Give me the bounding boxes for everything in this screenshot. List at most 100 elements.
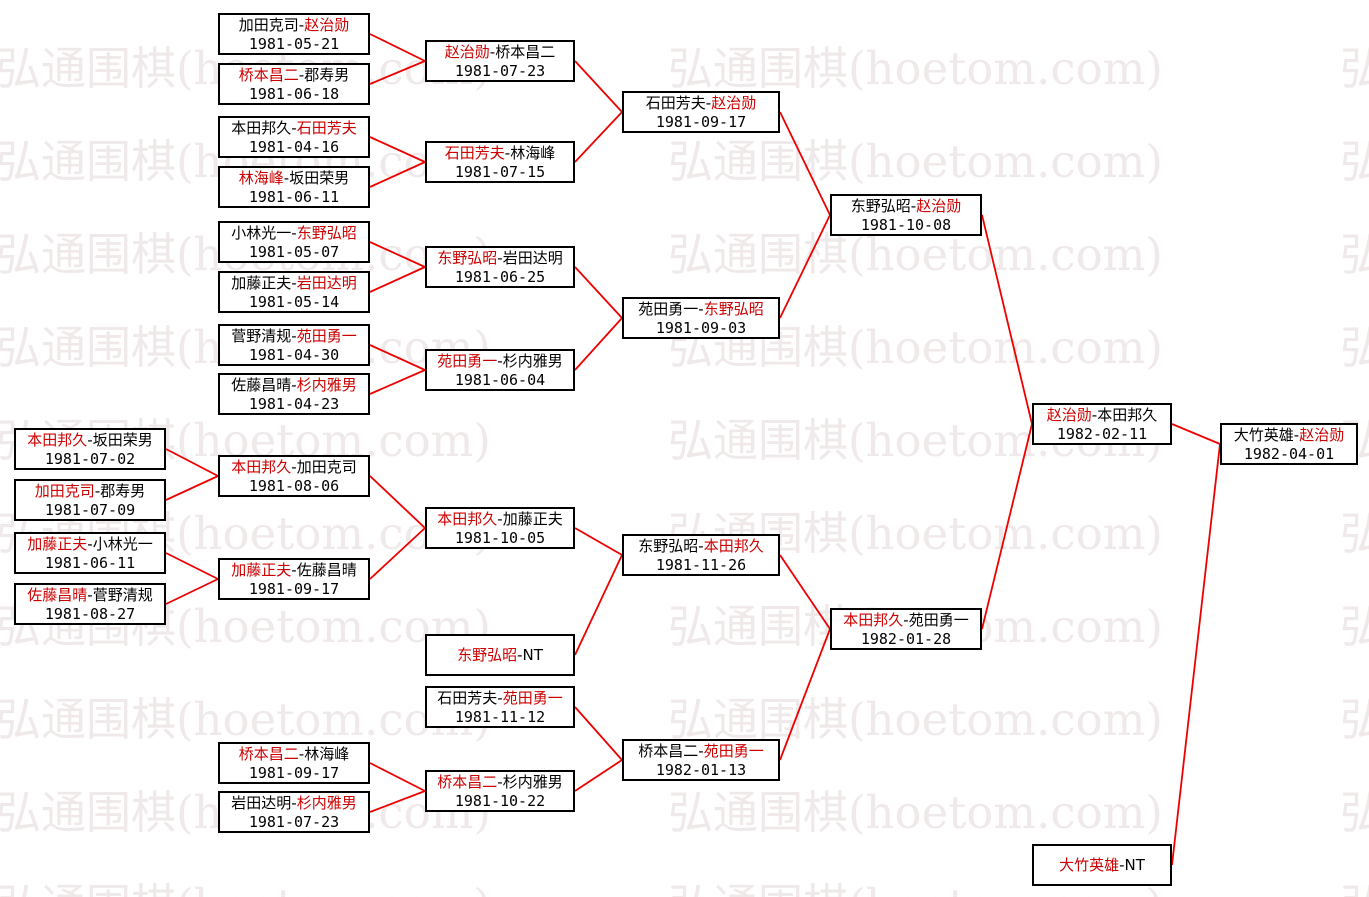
bracket-connector-line bbox=[1171, 443, 1221, 866]
player2-name: 赵治勋 bbox=[1299, 425, 1345, 444]
watermark-text: 弘通围棋(hoetom.com) bbox=[1340, 786, 1369, 839]
watermark-text: 弘通围棋(hoetom.com) bbox=[1340, 42, 1369, 95]
match-date: 1981-09-17 bbox=[655, 112, 747, 131]
match-date: 1981-06-25 bbox=[454, 267, 546, 286]
bracket-connector-line bbox=[574, 527, 623, 556]
watermark-text: 弘通围棋(hoetom.com) bbox=[0, 693, 491, 746]
player1-name: 本田邦久 bbox=[843, 610, 904, 629]
match-date: 1981-11-12 bbox=[454, 707, 546, 726]
player2-name: 郡寿男 bbox=[100, 481, 146, 500]
bracket-connector-line bbox=[981, 214, 1033, 425]
match-date: 1981-06-11 bbox=[248, 187, 340, 206]
player1-name: 本田邦久 bbox=[231, 457, 292, 476]
match-players: 桥本昌二-林海峰 bbox=[239, 745, 349, 764]
vs-dash: - bbox=[517, 645, 523, 664]
match-date: 1982-02-11 bbox=[1056, 424, 1148, 443]
vs-dash: - bbox=[1119, 855, 1125, 874]
vs-dash: - bbox=[497, 688, 503, 707]
bracket-connector-line bbox=[1171, 423, 1221, 445]
player2-name: 小林光一 bbox=[92, 534, 153, 553]
match-players: 东野弘昭-赵治勋 bbox=[851, 197, 961, 216]
vs-dash: - bbox=[698, 299, 704, 318]
match-date: 1981-07-23 bbox=[454, 61, 546, 80]
player1-name: 岩田达明 bbox=[231, 793, 292, 812]
bracket-connector-line bbox=[574, 759, 623, 792]
player2-name: 苑田勇一 bbox=[502, 688, 563, 707]
player1-name: 桥本昌二 bbox=[437, 772, 498, 791]
match-date: 1981-07-02 bbox=[44, 449, 136, 468]
watermark-text: 弘通围棋(hoetom.com) bbox=[1340, 507, 1369, 560]
player2-name: 石田芳夫 bbox=[296, 118, 357, 137]
match-players: 石田芳夫-赵治勋 bbox=[646, 94, 756, 113]
match-date: 1981-04-23 bbox=[248, 394, 340, 413]
vs-dash: - bbox=[291, 223, 297, 242]
vs-dash: - bbox=[903, 610, 909, 629]
player1-name: 苑田勇一 bbox=[638, 299, 699, 318]
match-players: 岩田达明-杉内雅男 bbox=[231, 794, 356, 813]
match-date: 1982-01-13 bbox=[655, 760, 747, 779]
player1-name: 菅野清规 bbox=[231, 326, 292, 345]
match-date: 1981-06-18 bbox=[248, 84, 340, 103]
match-box: 东野弘昭-NT bbox=[425, 634, 575, 676]
player1-name: 东野弘昭 bbox=[457, 645, 518, 664]
match-players: 桥本昌二-苑田勇一 bbox=[638, 742, 763, 761]
bracket-connector-line bbox=[369, 527, 426, 580]
match-players: 石田芳夫-林海峰 bbox=[445, 144, 555, 163]
match-date: 1981-10-05 bbox=[454, 528, 546, 547]
vs-dash: - bbox=[1293, 425, 1300, 444]
match-date: 1981-05-07 bbox=[248, 242, 340, 261]
player2-name: 桥本昌二 bbox=[495, 42, 556, 61]
player2-name: 东野弘昭 bbox=[703, 299, 764, 318]
watermark-text: 弘通围棋(hoetom.com) bbox=[1340, 321, 1369, 374]
bracket-connector-line bbox=[574, 706, 623, 761]
bracket-connector-line bbox=[779, 111, 831, 216]
match-players: 本田邦久-苑田勇一 bbox=[843, 611, 968, 630]
watermark-text: 弘通围棋(hoetom.com) bbox=[1340, 693, 1369, 746]
vs-dash: - bbox=[291, 560, 297, 579]
player1-name: 加田克司 bbox=[34, 481, 95, 500]
player1-name: 林海峰 bbox=[238, 168, 284, 187]
match-date: 1981-04-16 bbox=[248, 137, 340, 156]
vs-dash: - bbox=[291, 457, 297, 476]
match-players: 加藤正夫-岩田达明 bbox=[231, 274, 356, 293]
bracket-connector-line bbox=[369, 475, 426, 529]
vs-dash: - bbox=[291, 273, 297, 292]
bracket-connector-line bbox=[165, 448, 219, 477]
vs-dash: - bbox=[291, 118, 297, 137]
player2-name: 苑田勇一 bbox=[296, 326, 357, 345]
player1-name: 佐藤昌晴 bbox=[27, 585, 88, 604]
player1-name: 东野弘昭 bbox=[638, 536, 699, 555]
match-players: 桥本昌二-杉内雅男 bbox=[437, 773, 562, 792]
match-date: 1981-10-08 bbox=[860, 215, 952, 234]
match-players: 东野弘昭-NT bbox=[457, 646, 543, 665]
match-players: 赵治勋-桥本昌二 bbox=[445, 43, 555, 62]
match-box: 大竹英雄-NT bbox=[1032, 844, 1172, 886]
player2-name: 本田邦久 bbox=[703, 536, 764, 555]
player2-name: 佐藤昌晴 bbox=[296, 560, 357, 579]
match-date: 1981-05-14 bbox=[248, 292, 340, 311]
vs-dash: - bbox=[497, 509, 503, 528]
player2-name: 林海峰 bbox=[304, 744, 350, 763]
bracket-connector-line bbox=[369, 60, 426, 85]
vs-dash: - bbox=[698, 536, 704, 555]
match-players: 东野弘昭-本田邦久 bbox=[638, 537, 763, 556]
vs-dash: - bbox=[497, 772, 503, 791]
vs-dash: - bbox=[497, 248, 503, 267]
